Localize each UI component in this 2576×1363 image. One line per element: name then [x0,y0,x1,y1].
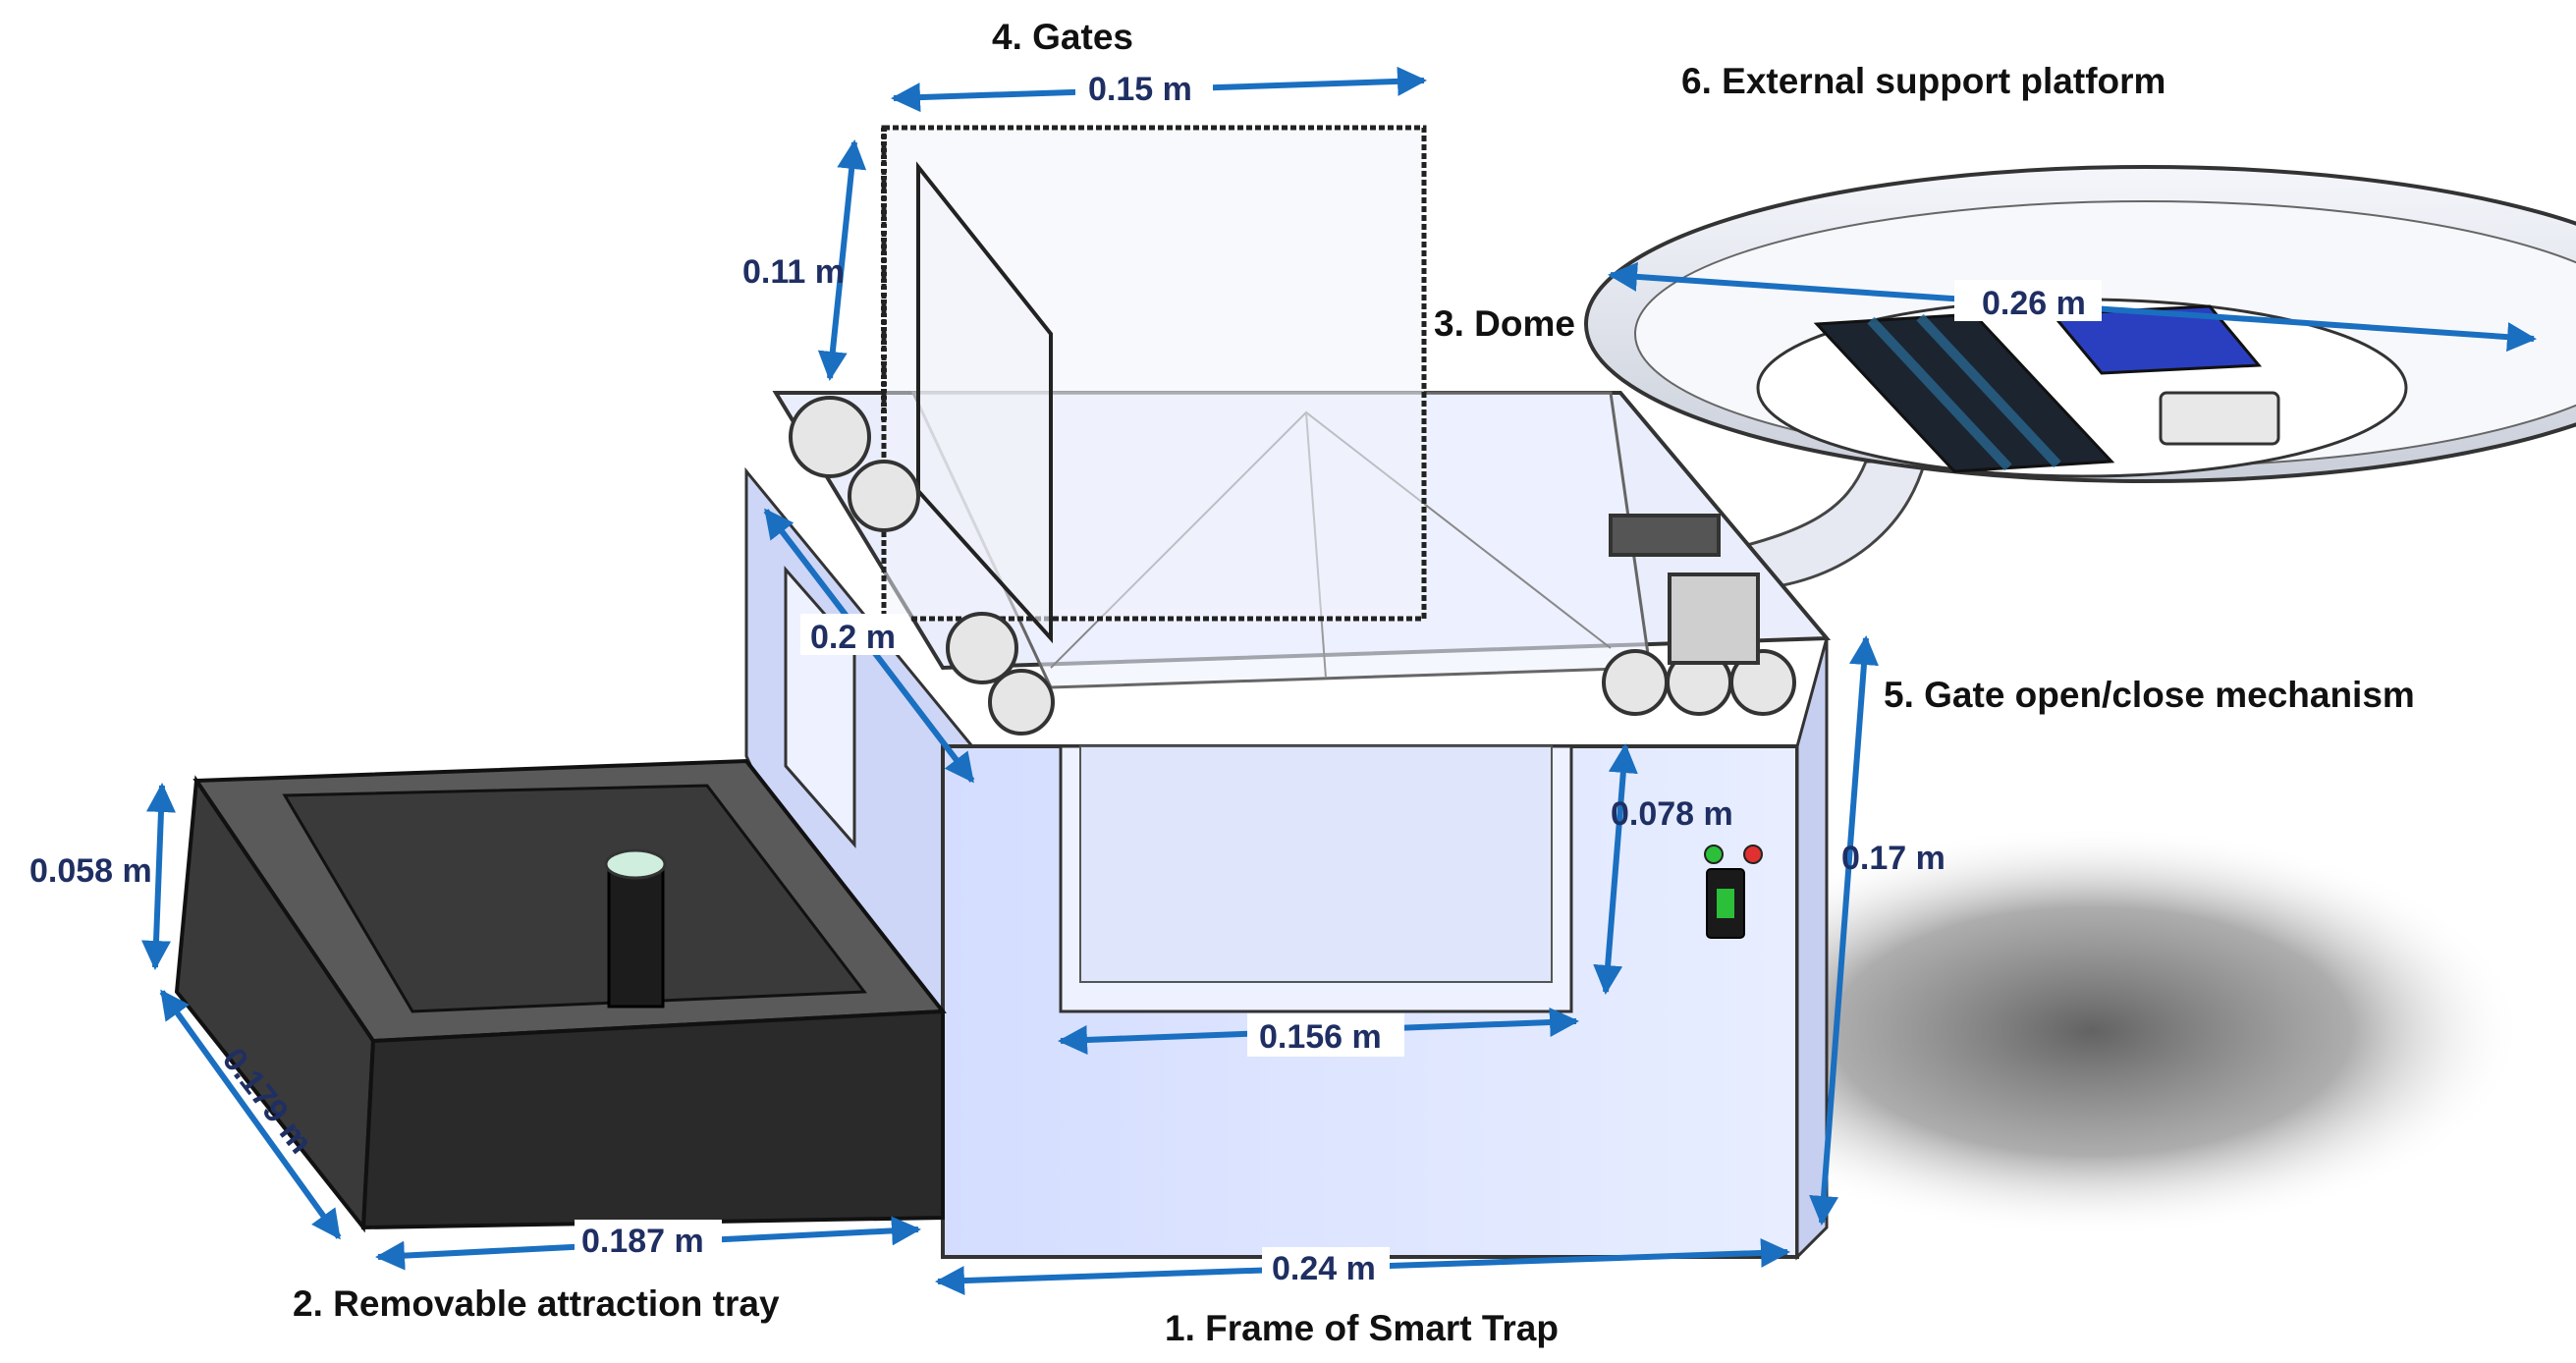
opening-height-arrow [1593,743,1638,995]
lure-vial [607,867,665,1009]
gates [881,125,1427,644]
label-frame: 1. Frame of Smart Trap [1165,1308,1559,1348]
control-module [2159,391,2280,446]
tray-depth-arrow [159,989,342,1240]
gear [1729,649,1796,716]
dimension-label-backings [575,69,2102,1288]
led-green [1704,845,1724,864]
gear [946,612,1018,684]
dim-frame-width: 0.24 m [1272,1250,1376,1287]
dim-opening-width: 0.156 m [1259,1018,1382,1056]
gear [789,396,871,478]
label-dome: 3. Dome [1434,303,1575,344]
label-platform: 6. External support platform [1681,61,2165,101]
external-support-platform [1584,165,2576,483]
gear [848,460,920,532]
gear [988,669,1055,736]
tray-height-arrow [141,783,176,970]
led-red [1743,845,1763,864]
power-switch [1704,845,1763,939]
dim-frame-height: 0.17 m [1841,840,1946,877]
label-tray: 2. Removable attraction tray [293,1283,780,1324]
gear [1602,649,1669,716]
dim-frame-depth: 0.2 m [810,619,896,656]
dim-platform-diameter: 0.26 m [1982,285,2086,322]
dim-gate-height: 0.11 m [742,253,845,291]
motor-housing [1668,572,1760,665]
dim-tray-width: 0.187 m [581,1223,704,1260]
frame-height-arrow [1809,635,1879,1226]
lure-vial-cap [604,848,667,880]
label-gates: 4. Gates [992,17,1133,57]
label-mechanism: 5. Gate open/close mechanism [1884,675,2415,715]
dim-tray-height: 0.058 m [29,852,152,890]
gate-height-arrow [817,139,867,381]
dim-opening-height: 0.078 m [1611,795,1733,833]
dim-gate-width: 0.15 m [1088,71,1192,108]
circuit-board [1609,514,1721,557]
